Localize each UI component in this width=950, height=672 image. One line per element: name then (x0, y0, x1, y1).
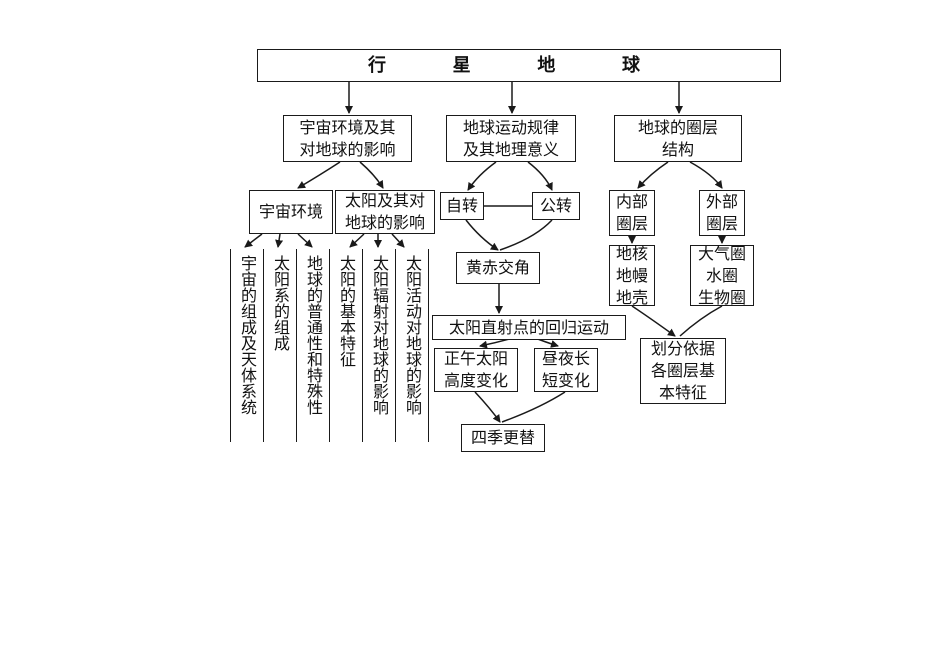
column-solar-radiation: 太阳辐射对地球的影响 (362, 249, 395, 442)
node-seasons: 四季更替 (461, 424, 545, 452)
node-sun-influence: 太阳及其对 地球的影响 (335, 190, 435, 234)
node-noon-sun-height: 正午太阳 高度变化 (434, 348, 518, 392)
node-outer-list: 大气圈 水圈 生物圈 (690, 244, 754, 307)
node-inner-list: 地核 地幔 地壳 (609, 244, 655, 307)
node-rotation: 自转 (440, 192, 484, 220)
column-solar-system: 太阳系的组成 (263, 249, 296, 442)
node-daylength: 昼夜长 短变化 (534, 348, 598, 392)
column-solar-activity: 太阳活动对地球的影响 (395, 249, 429, 442)
column-solar-system-text: 太阳系的组成 (271, 255, 290, 351)
column-sun-features: 太阳的基本特征 (329, 249, 362, 442)
node-outer-layers: 外部 圈层 (699, 190, 745, 236)
node-obliquity: 黄赤交角 (456, 252, 540, 284)
title-box: 行 星 地 球 (257, 49, 781, 82)
node-cosmic-env: 宇宙环境 (249, 190, 333, 234)
node-earth-motion: 地球运动规律 及其地理意义 (446, 115, 576, 162)
node-inner-layers: 内部 圈层 (609, 190, 655, 236)
node-division-basis: 划分依据 各圈层基 本特征 (640, 338, 726, 404)
node-subsolar-migration: 太阳直射点的回归运动 (432, 315, 626, 340)
title-char-2: 星 (452, 54, 471, 76)
title-char-1: 行 (368, 54, 386, 76)
column-cosmic-composition-text: 宇宙的组成及天体系统 (238, 255, 257, 415)
column-earth-uniqueness: 地球的普通性和特殊性 (296, 249, 329, 442)
column-sun-features-text: 太阳的基本特征 (337, 255, 356, 367)
column-cosmic-composition: 宇宙的组成及天体系统 (230, 249, 263, 442)
column-solar-radiation-text: 太阳辐射对地球的影响 (370, 255, 389, 415)
node-revolution: 公转 (532, 192, 580, 220)
title-char-3: 地 (537, 54, 556, 76)
node-cosmic-influence: 宇宙环境及其 对地球的影响 (283, 115, 412, 162)
node-earth-layers: 地球的圈层 结构 (614, 115, 742, 162)
title-char-4: 球 (621, 54, 640, 76)
column-solar-activity-text: 太阳活动对地球的影响 (403, 255, 422, 415)
column-earth-uniqueness-text: 地球的普通性和特殊性 (304, 255, 323, 415)
